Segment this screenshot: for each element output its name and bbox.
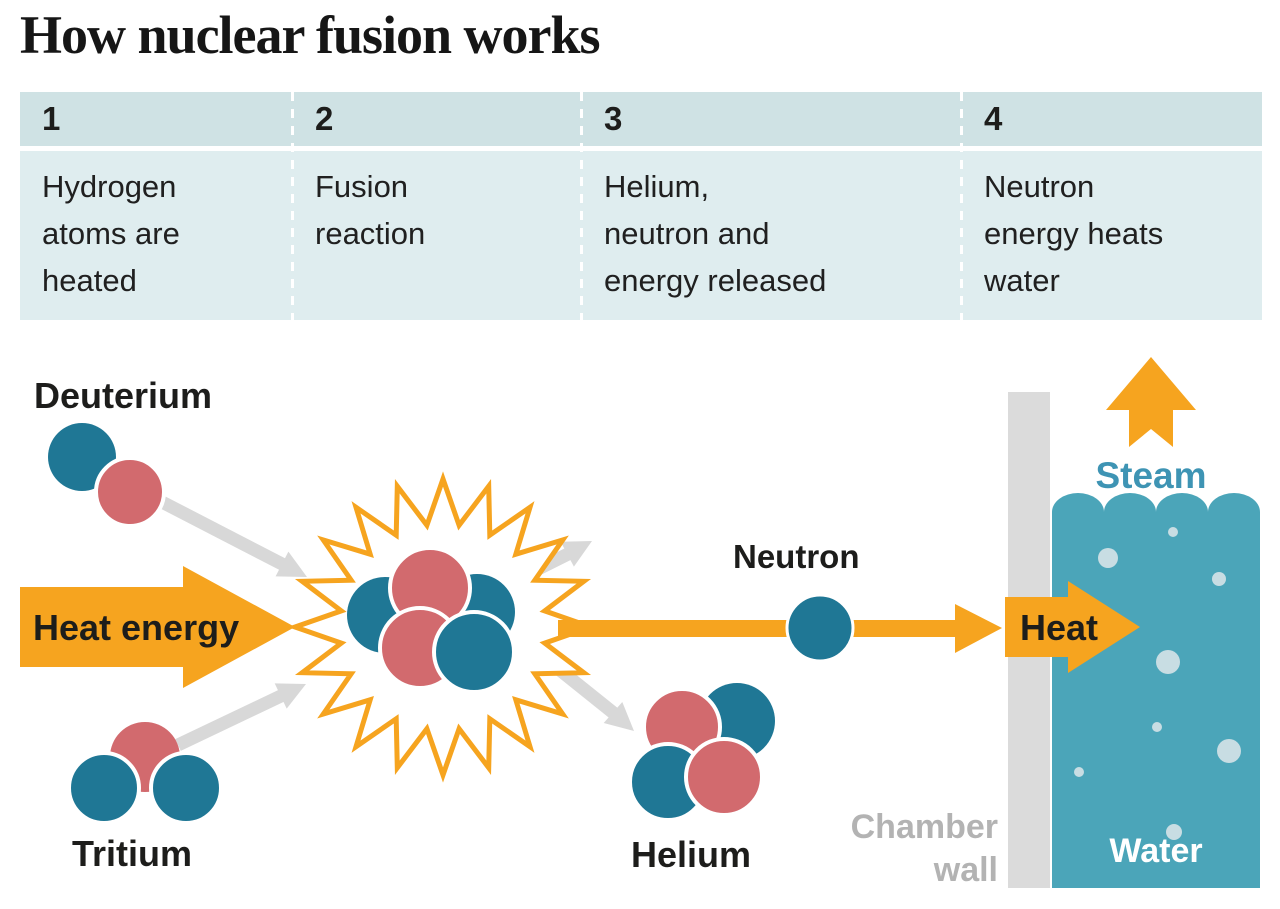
step-text: Helium, neutron and energy released (582, 151, 962, 320)
heat-energy-label: Heat energy (33, 607, 239, 648)
steam-label: Steam (1095, 455, 1206, 496)
heat-energy-arrow (20, 566, 295, 688)
step-column-3: 3 Helium, neutron and energy released (582, 92, 962, 320)
step-text: Fusion reaction (293, 151, 582, 320)
deuterium-label: Deuterium (34, 375, 212, 416)
tritium-atom (67, 722, 223, 825)
chamber-wall-label-line1: Chamber (851, 808, 998, 846)
step-number: 1 (20, 92, 293, 146)
steam-arrow (1106, 357, 1196, 447)
deuterium-to-fusion-arrow (159, 496, 307, 577)
fusion-nucleus (347, 546, 516, 694)
neutron-path-arrow (558, 604, 1002, 653)
column-separator (580, 92, 583, 320)
water-bubbles (1074, 527, 1241, 840)
steps-table: 1 Hydrogen atoms are heated 2 Fusion rea… (20, 92, 1262, 320)
heat-through-wall-arrow (1005, 581, 1140, 673)
heat-label: Heat (1020, 607, 1098, 648)
helium-nucleus (628, 683, 775, 822)
column-separator (291, 92, 294, 320)
chamber-wall-label-line2: wall (933, 851, 998, 889)
page-title: How nuclear fusion works (20, 5, 601, 65)
water-label: Water (1109, 832, 1202, 870)
column-separator (960, 92, 963, 320)
helium-label: Helium (631, 834, 751, 875)
step-column-2: 2 Fusion reaction (293, 92, 582, 320)
deuterium-atom (48, 423, 166, 528)
tritium-to-fusion-arrow (175, 683, 306, 751)
step-number: 3 (582, 92, 962, 146)
step-number: 2 (293, 92, 582, 146)
neutron-particle (785, 593, 855, 663)
step-column-1: 1 Hydrogen atoms are heated (20, 92, 293, 320)
tritium-label: Tritium (72, 833, 192, 874)
neutron-label: Neutron (733, 538, 860, 575)
step-number: 4 (962, 92, 1262, 146)
step-column-4: 4 Neutron energy heats water (962, 92, 1262, 320)
water-tank (1052, 493, 1260, 888)
step-text: Hydrogen atoms are heated (20, 151, 293, 320)
step-text: Neutron energy heats water (962, 151, 1262, 320)
